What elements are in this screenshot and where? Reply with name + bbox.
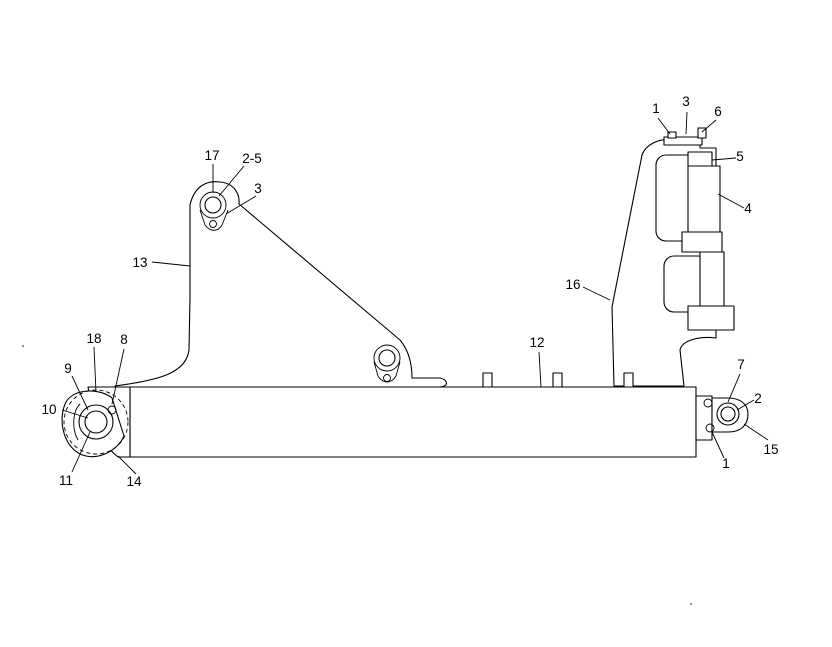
callout-label: 5 (736, 149, 744, 164)
callout-label: 14 (126, 474, 142, 489)
leader-lines (61, 111, 769, 475)
callout-label: 17 (204, 148, 219, 163)
beam-stud-3 (623, 372, 634, 388)
left-pin-outer (78, 404, 114, 440)
middle-pin-hole (373, 344, 401, 372)
left-eye-inner (73, 403, 81, 441)
leader-line (736, 399, 755, 411)
callout-label: 10 (41, 402, 56, 417)
cylinder-block-4 (687, 165, 721, 235)
stray-dot (690, 603, 692, 605)
middle-pin-lug (373, 361, 401, 383)
leader-line (727, 373, 741, 403)
leader-line (538, 351, 542, 388)
callout-label: 18 (86, 331, 101, 346)
callout-label: 8 (120, 332, 128, 347)
cylinder-block-lower (699, 251, 725, 309)
callout-label: 9 (64, 361, 72, 376)
leader-line (711, 157, 737, 161)
callout-label: 3 (254, 181, 262, 196)
callout-label: 4 (744, 201, 752, 216)
main-beam (129, 386, 697, 458)
cylinder-clamp (681, 231, 723, 253)
cylinder-block-5 (687, 151, 713, 167)
top-bolt-1 (667, 131, 677, 139)
leader-line (61, 409, 89, 419)
leader-line (743, 423, 769, 441)
left-small-bolt (107, 405, 117, 415)
beam-stud-2 (552, 372, 563, 388)
right-eye (711, 397, 749, 433)
middle-lug-hole (383, 374, 391, 382)
leader-line (717, 193, 745, 209)
leader-line (582, 286, 611, 301)
right-bolt-upper (703, 398, 713, 408)
left-arm-link (114, 181, 447, 388)
upper-lug-hole (209, 220, 217, 228)
callout-label: 15 (763, 442, 778, 457)
leader-line (657, 117, 671, 135)
leader-line (701, 119, 717, 133)
upper-pin (204, 196, 222, 214)
upper-pin-lug (199, 209, 229, 231)
middle-pin (378, 349, 396, 367)
callout-label: 12 (529, 335, 544, 350)
top-cap (663, 136, 703, 146)
right-bolt-lower (705, 423, 715, 433)
callout-label: 2-5 (242, 151, 262, 166)
leader-line (117, 455, 137, 475)
leader-line (685, 111, 688, 135)
beam-stud-1 (482, 372, 493, 388)
callout-label: 3 (682, 94, 690, 109)
leader-line (711, 431, 725, 459)
leader-line (93, 346, 97, 393)
callout-label: 11 (59, 473, 73, 488)
top-screw-6 (697, 127, 707, 139)
leader-line (71, 375, 89, 411)
right-pin-outer (716, 402, 740, 426)
callout-label: 1 (652, 101, 660, 116)
stray-dot (22, 345, 24, 347)
callout-label: 1 (722, 456, 730, 471)
cylinder-base (687, 305, 735, 331)
callout-label: 6 (714, 104, 722, 119)
leader-line (71, 431, 91, 473)
callout-label: 2 (754, 391, 762, 406)
leader-line (225, 195, 257, 215)
leader-line (151, 261, 191, 267)
leader-line (218, 165, 245, 197)
leader-line (111, 348, 125, 405)
callout-label: 16 (565, 277, 580, 292)
callout-label: 7 (737, 357, 745, 372)
right-pin (720, 406, 736, 422)
callout-label: 13 (132, 255, 147, 270)
left-pin (84, 410, 108, 434)
